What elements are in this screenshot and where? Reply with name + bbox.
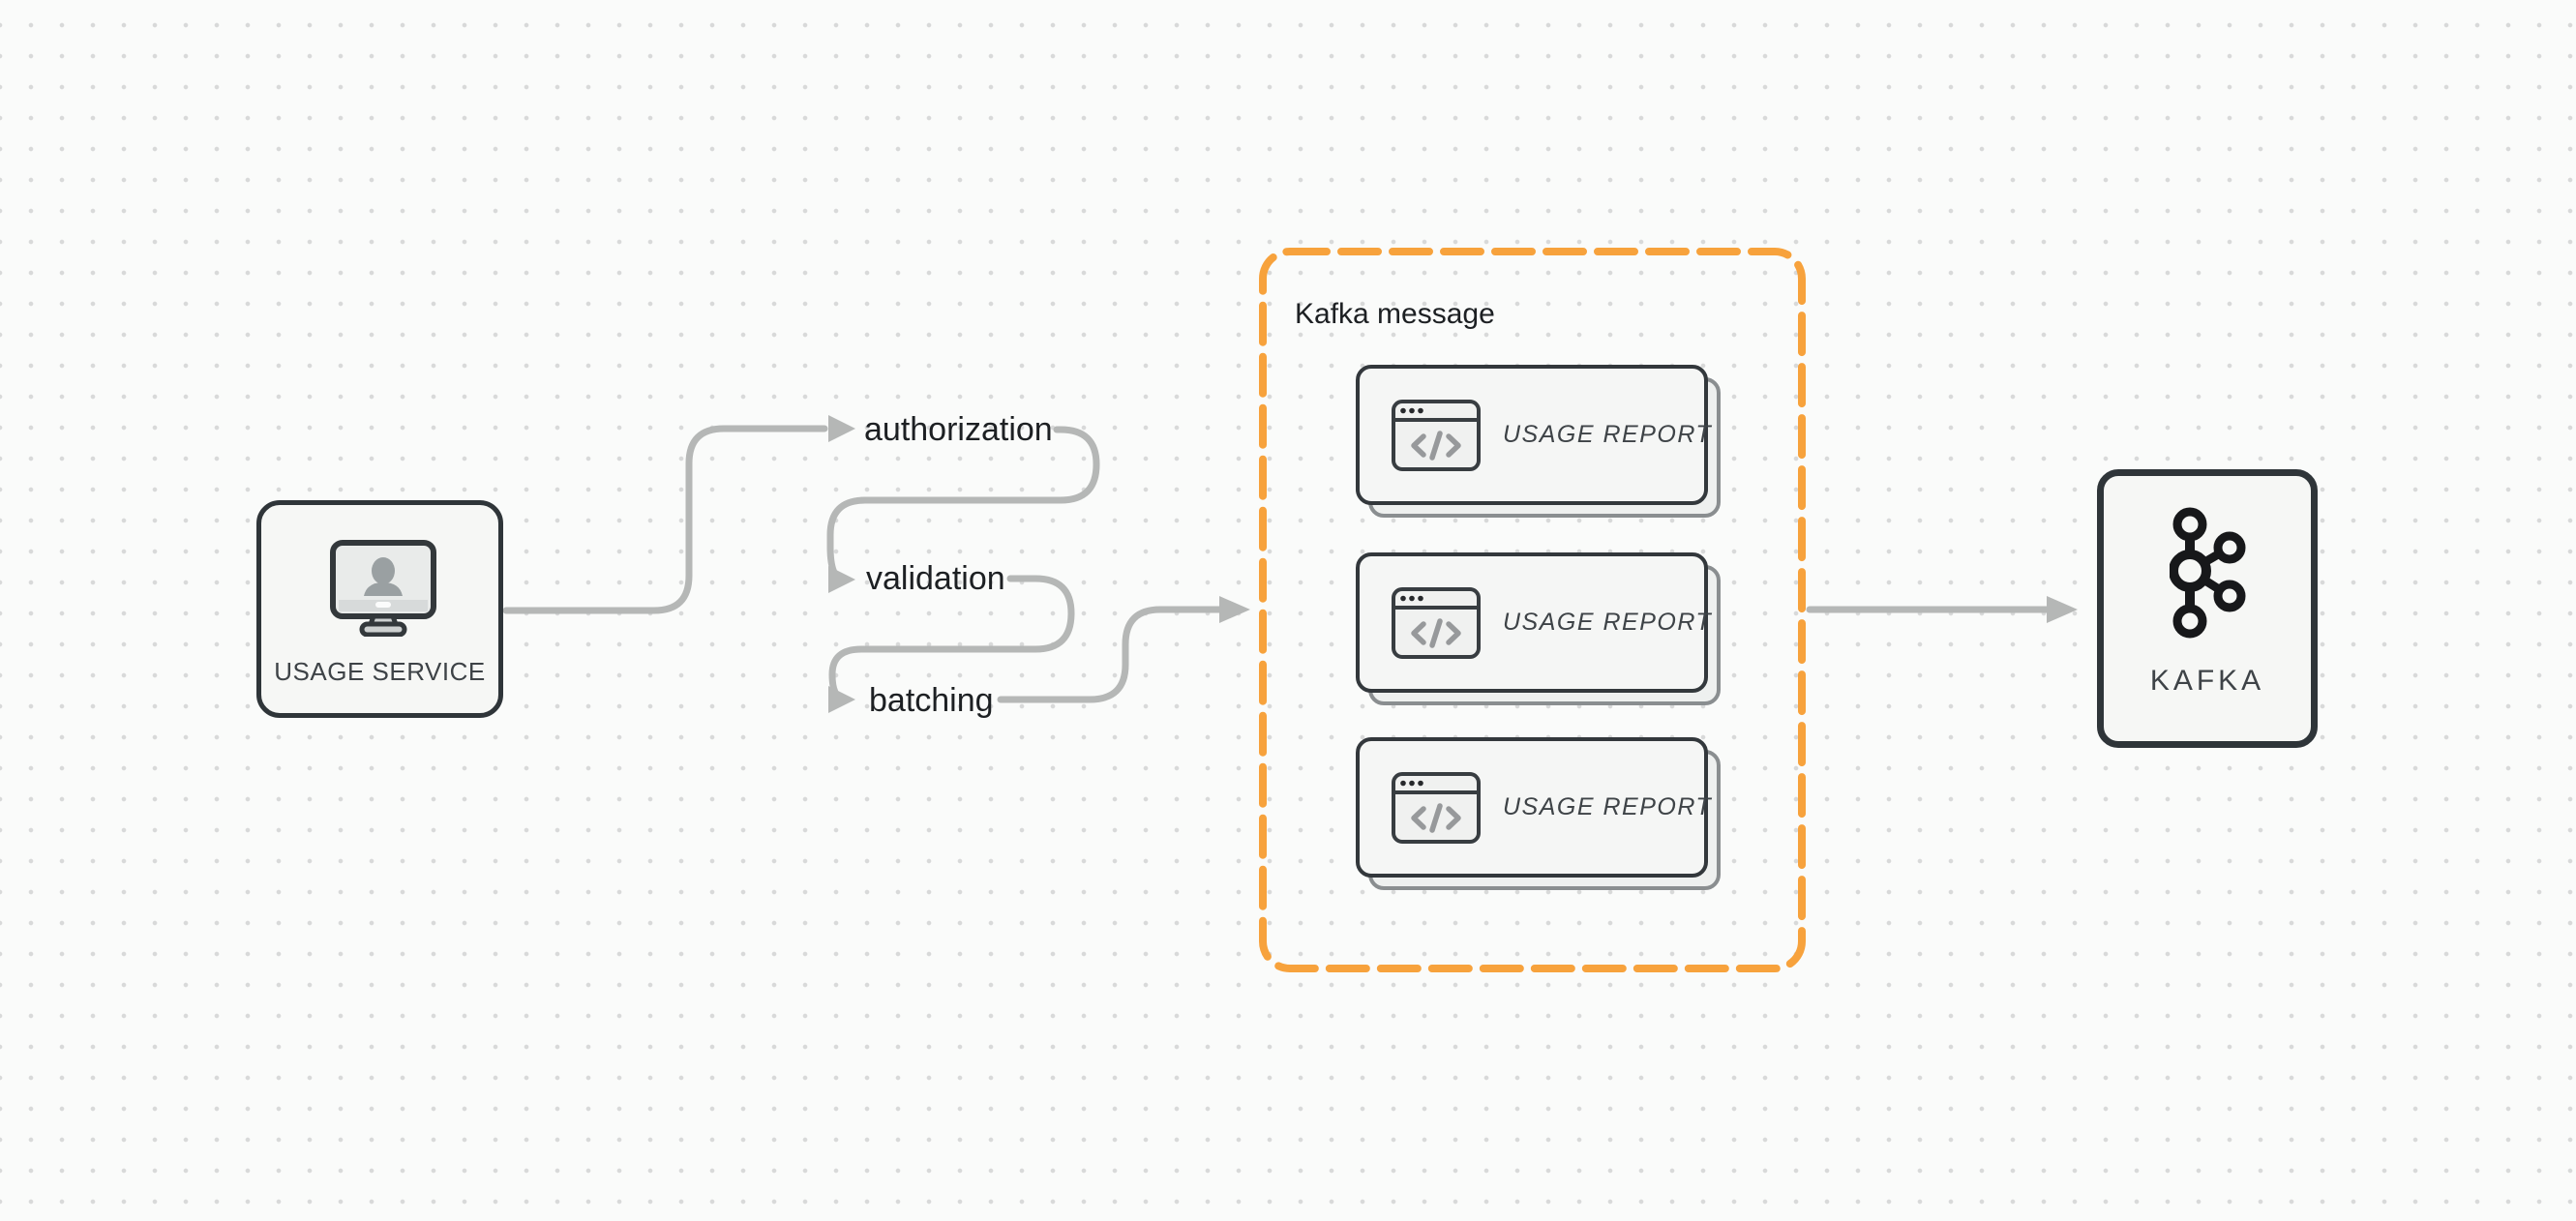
code-window-icon bbox=[1392, 772, 1481, 844]
usage-report-card[interactable]: USAGE REPORT bbox=[1356, 365, 1721, 518]
arrowhead-kafka-message bbox=[1219, 596, 1250, 623]
usage-report-label: USAGE REPORT bbox=[1503, 609, 1713, 636]
usage-report-label: USAGE REPORT bbox=[1503, 421, 1713, 448]
usage-service-node[interactable]: USAGE SERVICE bbox=[256, 500, 503, 718]
step-label-validation: validation bbox=[866, 560, 1005, 597]
kafka-logo-icon bbox=[2170, 507, 2246, 639]
user-monitor-icon bbox=[330, 540, 436, 637]
step-label-authorization: authorization bbox=[864, 411, 1053, 448]
arrowhead-validation bbox=[828, 566, 855, 593]
kafka-message-group-title: Kafka message bbox=[1295, 298, 1495, 330]
kafka-node[interactable]: KAFKA bbox=[2097, 469, 2318, 748]
arrow-batching-to-kafka-message bbox=[997, 606, 1223, 703]
arrow-authorization-to-validation bbox=[826, 426, 1100, 583]
arrow-usage-to-authorization bbox=[502, 425, 828, 614]
kafka-message-group-border bbox=[1259, 248, 1806, 972]
arrowhead-batching bbox=[828, 686, 855, 713]
step-label-batching: batching bbox=[869, 682, 994, 719]
arrow-validation-to-batching bbox=[828, 575, 1075, 703]
arrowhead-authorization bbox=[828, 415, 855, 442]
code-window-icon bbox=[1392, 400, 1481, 471]
usage-report-card[interactable]: USAGE REPORT bbox=[1356, 552, 1721, 705]
usage-service-label: USAGE SERVICE bbox=[274, 657, 486, 686]
card-face: USAGE REPORT bbox=[1356, 737, 1711, 878]
card-face: USAGE REPORT bbox=[1356, 552, 1711, 693]
usage-report-label: USAGE REPORT bbox=[1503, 793, 1713, 820]
kafka-label: KAFKA bbox=[2149, 665, 2265, 697]
card-face: USAGE REPORT bbox=[1356, 365, 1711, 505]
code-window-icon bbox=[1392, 587, 1481, 659]
arrowhead-kafka bbox=[2047, 596, 2078, 623]
usage-report-card[interactable]: USAGE REPORT bbox=[1356, 737, 1721, 890]
